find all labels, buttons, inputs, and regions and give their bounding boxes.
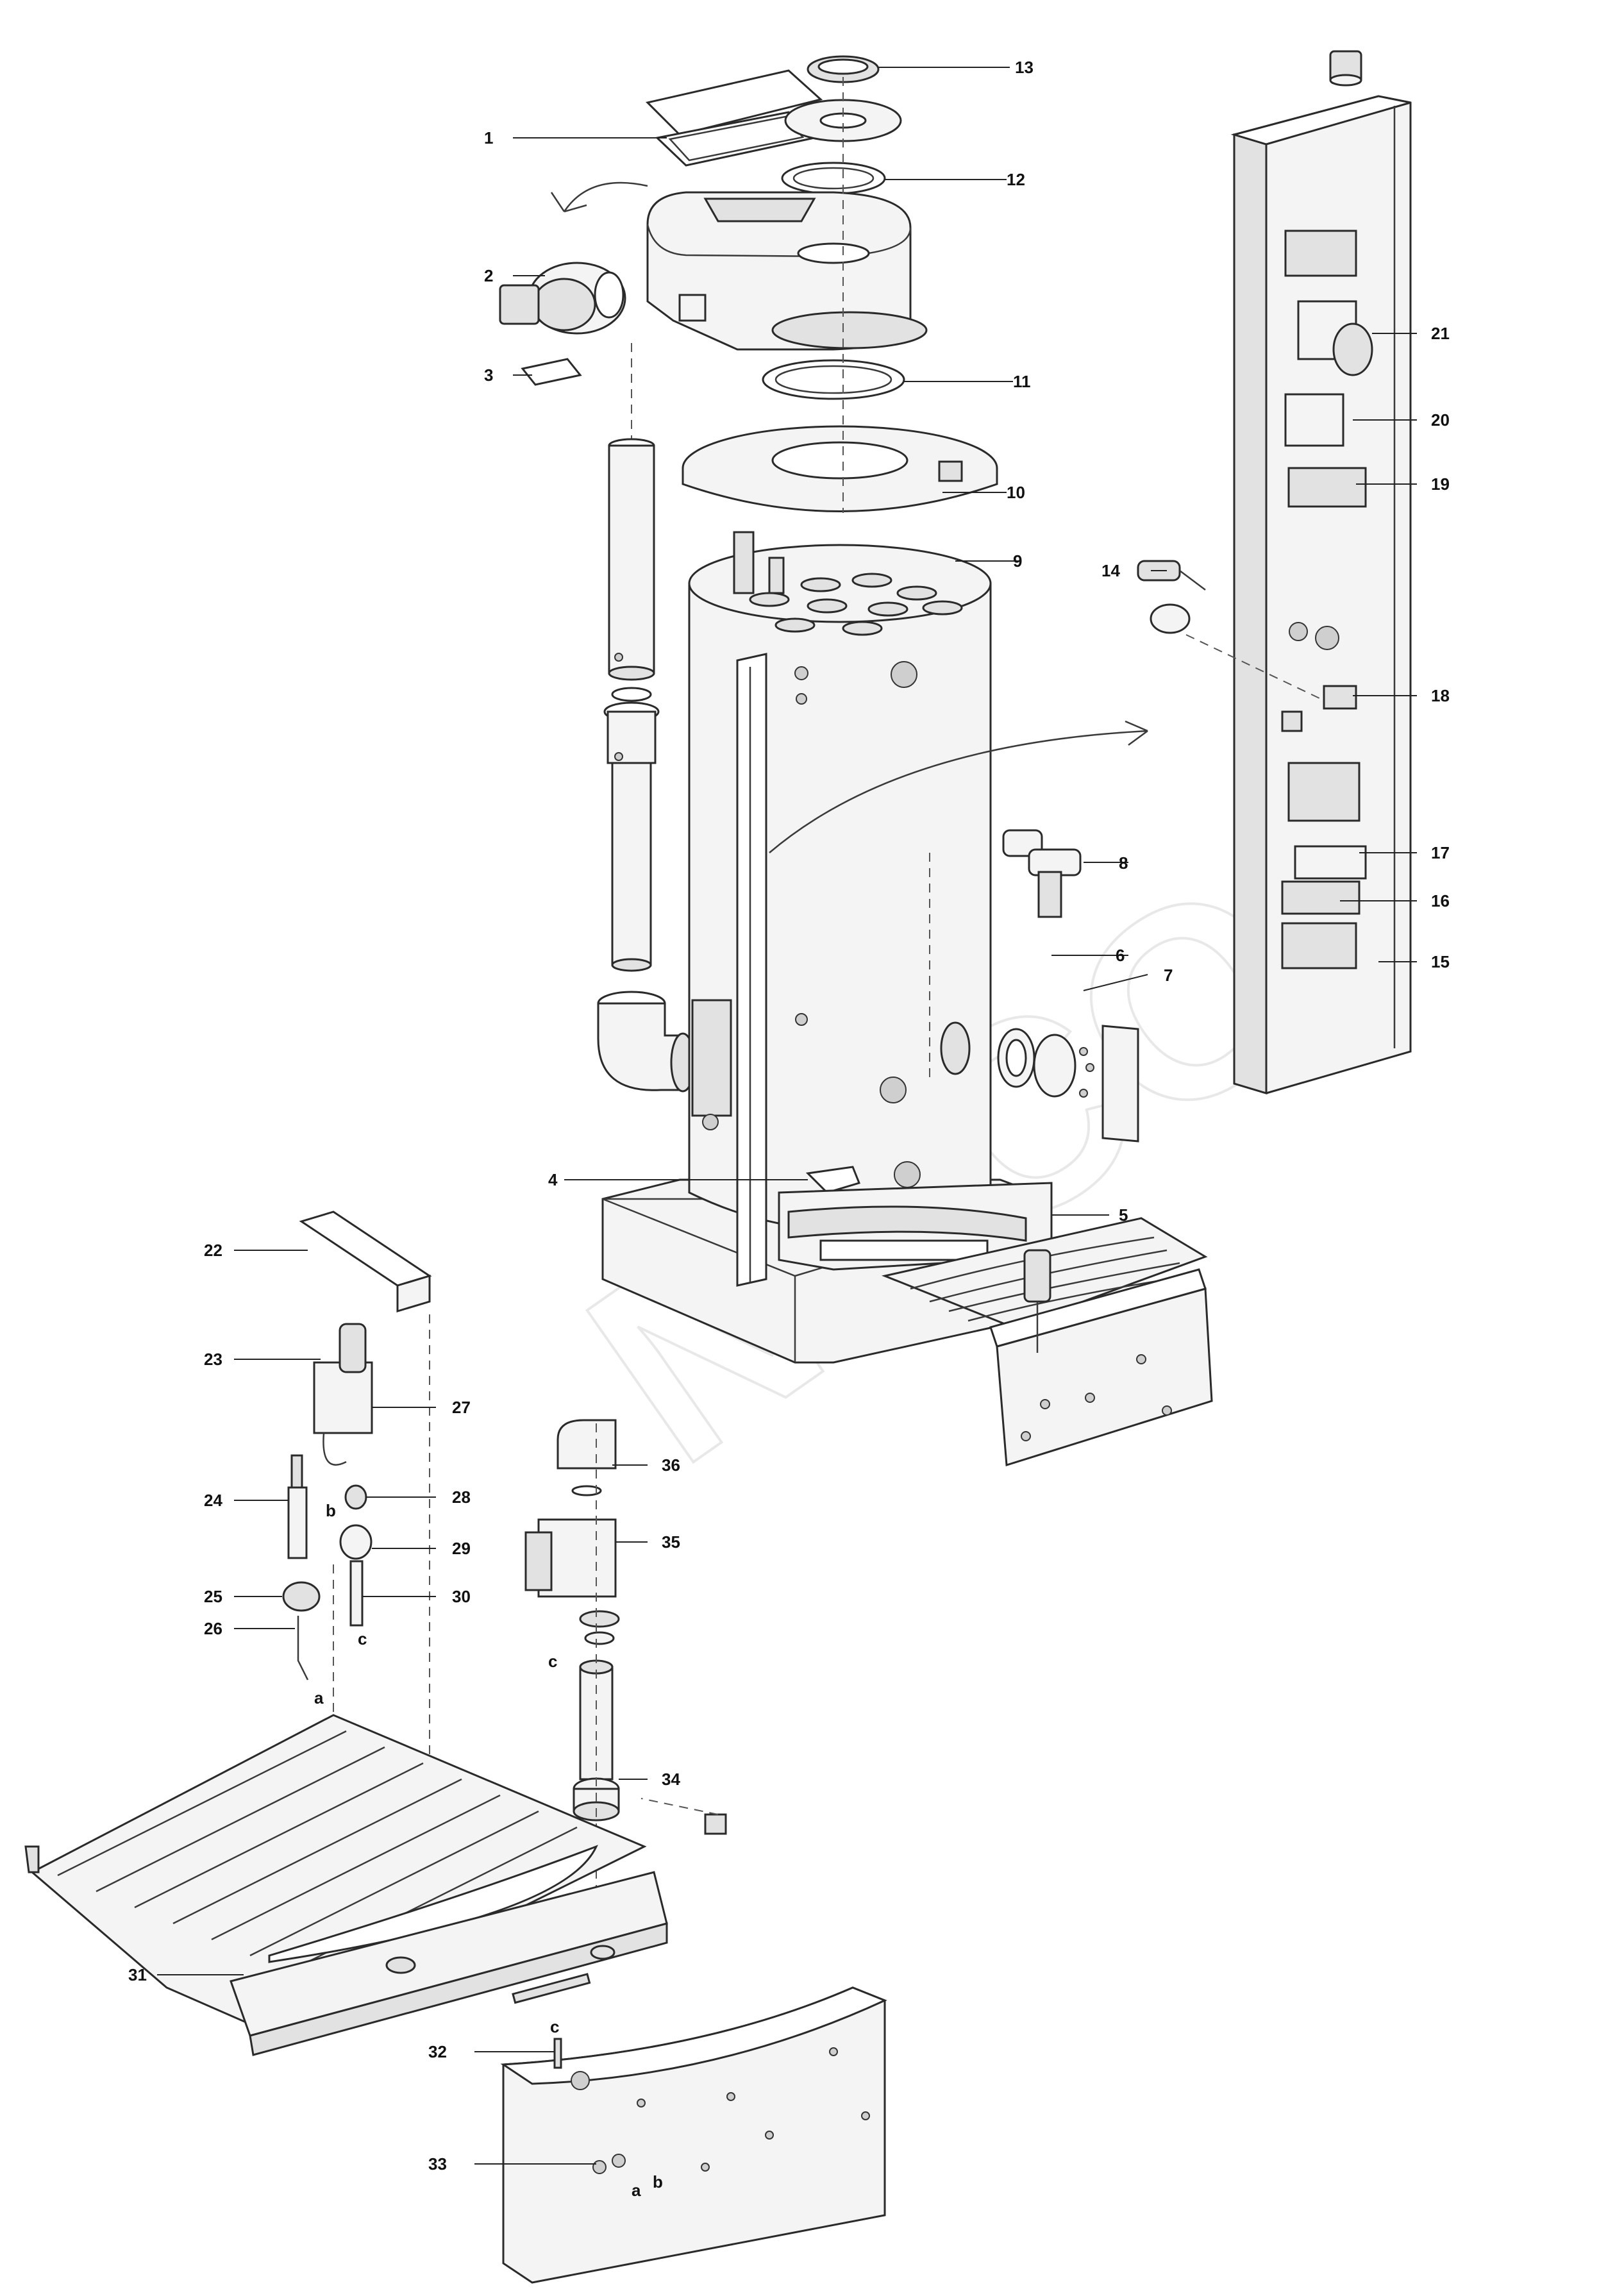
label-part-8: 8 bbox=[1119, 853, 1128, 873]
label-part-16: 16 bbox=[1431, 891, 1450, 910]
leader-lines bbox=[157, 67, 1417, 2165]
label-part-11: 11 bbox=[1013, 372, 1031, 391]
label-part-13: 13 bbox=[1015, 58, 1034, 77]
label-part-6: 6 bbox=[1116, 946, 1125, 965]
mark-b-pilot: b bbox=[326, 1501, 336, 1520]
mark-c-pilot: c bbox=[358, 1629, 367, 1648]
mark-c-block: c bbox=[550, 2017, 559, 2036]
label-part-34: 34 bbox=[662, 1770, 680, 1789]
water-heater-tank bbox=[601, 531, 1148, 1364]
gasket-3 bbox=[521, 358, 582, 386]
label-part-5: 5 bbox=[1119, 1205, 1128, 1225]
label-part-2: 2 bbox=[484, 266, 493, 285]
connection-marks: b c a c c a b bbox=[314, 1501, 663, 2200]
label-part-29: 29 bbox=[452, 1539, 471, 1558]
label-part-15: 15 bbox=[1431, 952, 1450, 971]
label-part-19: 19 bbox=[1431, 474, 1450, 494]
flue-flow-arrow bbox=[550, 181, 648, 213]
label-part-4: 4 bbox=[548, 1170, 558, 1189]
burner-front-block bbox=[500, 1986, 887, 2284]
mark-a-pilot: a bbox=[314, 1688, 324, 1707]
label-part-14: 14 bbox=[1101, 561, 1120, 580]
part-number-labels: 1 2 3 4 5 6 7 8 9 10 11 12 13 14 15 16 1… bbox=[128, 58, 1450, 2174]
label-part-7: 7 bbox=[1164, 966, 1173, 985]
bracket-4 bbox=[805, 1166, 861, 1194]
label-part-23: 23 bbox=[204, 1350, 222, 1369]
mark-a-block: a bbox=[632, 2181, 641, 2200]
label-part-27: 27 bbox=[452, 1398, 471, 1417]
label-part-20: 20 bbox=[1431, 410, 1450, 430]
cover-plate bbox=[646, 69, 823, 136]
control-panel-column bbox=[1137, 50, 1412, 1095]
mark-c-valve: c bbox=[548, 1652, 557, 1671]
label-part-18: 18 bbox=[1431, 686, 1450, 705]
label-part-22: 22 bbox=[204, 1241, 222, 1260]
gas-valve-assembly bbox=[524, 1419, 727, 1891]
connection-fittings bbox=[929, 829, 1139, 1143]
burner-drawer-housing bbox=[778, 1182, 1053, 1271]
label-part-10: 10 bbox=[1007, 483, 1025, 502]
label-part-21: 21 bbox=[1431, 324, 1450, 343]
label-part-12: 12 bbox=[1007, 170, 1025, 189]
tube-sheet bbox=[733, 531, 963, 636]
label-part-31: 31 bbox=[128, 1965, 147, 1984]
label-part-9: 9 bbox=[1013, 551, 1022, 571]
flue-pipe-assembly bbox=[597, 438, 696, 1093]
label-part-17: 17 bbox=[1431, 843, 1450, 862]
flue-hood bbox=[646, 191, 928, 351]
water-flow-arrow bbox=[769, 720, 1148, 853]
fan-assembly bbox=[499, 262, 626, 335]
top-plate-10 bbox=[682, 425, 998, 512]
label-part-3: 3 bbox=[484, 365, 493, 385]
label-part-33: 33 bbox=[428, 2154, 447, 2174]
label-part-24: 24 bbox=[204, 1491, 222, 1510]
label-part-36: 36 bbox=[662, 1455, 680, 1475]
burner-tray-center bbox=[881, 1217, 1213, 1466]
mark-b-block: b bbox=[653, 2172, 663, 2191]
label-part-26: 26 bbox=[204, 1619, 222, 1638]
pilot-assembly bbox=[282, 1211, 432, 1956]
burner-tray-31 bbox=[24, 1714, 668, 2056]
label-part-35: 35 bbox=[662, 1532, 680, 1552]
label-part-25: 25 bbox=[204, 1587, 222, 1606]
label-part-28: 28 bbox=[452, 1487, 471, 1507]
label-part-1: 1 bbox=[484, 128, 493, 147]
top-flue-assembly bbox=[499, 55, 998, 512]
gasket-11 bbox=[762, 359, 905, 400]
label-part-30: 30 bbox=[452, 1587, 471, 1606]
label-part-32: 32 bbox=[428, 2042, 447, 2061]
